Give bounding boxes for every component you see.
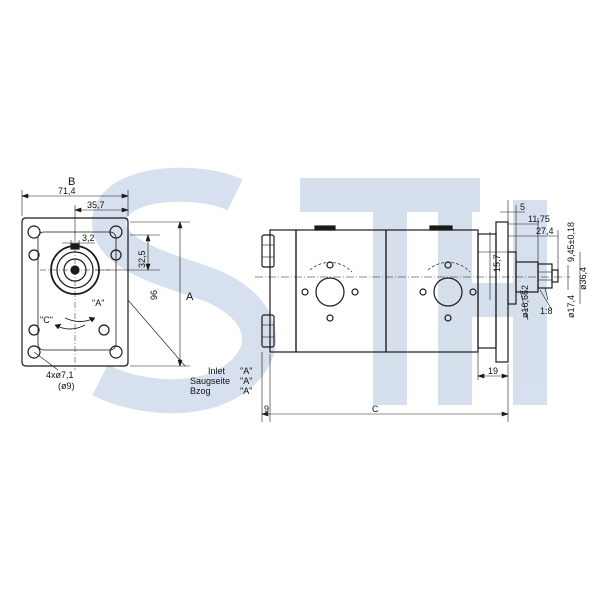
label-c: C xyxy=(372,404,379,414)
port-section-2 xyxy=(433,277,463,307)
label-16-662: ø16,662 xyxy=(520,285,530,318)
port-hole xyxy=(98,324,110,336)
label-5: 5 xyxy=(520,202,525,212)
side-view xyxy=(255,221,570,363)
label-rot-a: "A" xyxy=(92,298,104,308)
label-b: B xyxy=(68,176,75,188)
flange-outline xyxy=(21,217,129,367)
note-bzog: Bzog xyxy=(190,386,211,396)
label-19: 19 xyxy=(488,366,498,376)
rear-bolt xyxy=(261,234,275,268)
label-9: 9 xyxy=(264,404,269,414)
label-36-4: ø36,4 xyxy=(578,267,588,290)
label-holes: 4xø7,1 xyxy=(46,370,74,380)
port-hole xyxy=(28,324,40,336)
label-27-4: 27,4 xyxy=(536,226,554,236)
label-32-5: 32,5 xyxy=(137,250,147,268)
label-11-75: 11,75 xyxy=(528,214,550,224)
note-inlet: Inlet xyxy=(208,366,226,376)
note-bzog-value: "A" xyxy=(240,386,252,396)
front-view xyxy=(21,217,186,371)
port-hole xyxy=(110,249,122,261)
label-3-2: 3,2 xyxy=(82,233,95,243)
note-sauge: Saugseite xyxy=(190,376,230,386)
body-section-1 xyxy=(295,229,387,353)
label-35-7: 35,7 xyxy=(87,200,105,210)
note-inlet-value: "A" xyxy=(240,366,252,376)
mounting-hole xyxy=(27,345,41,359)
rear-bolt xyxy=(261,314,275,348)
label-9-45: 9,45±0,18 xyxy=(566,222,576,262)
mounting-hole xyxy=(109,225,123,239)
front-dimensions xyxy=(21,190,190,367)
label-71-4: 71,4 xyxy=(58,186,76,196)
note-sauge-value: "A" xyxy=(240,376,252,386)
dimension-labels: B 71,4 35,7 3,2 32,5 96 A "A" "C" 4xø7,1… xyxy=(40,176,588,414)
inner-boss xyxy=(37,231,117,351)
label-1-8: 1:8 xyxy=(540,306,553,316)
label-rot-c: "C" xyxy=(40,315,53,325)
watermark-logo xyxy=(92,167,547,414)
label-15-7: 15,7 xyxy=(492,254,502,272)
port-hole xyxy=(28,249,40,261)
label-96: 96 xyxy=(149,290,159,300)
label-17-4: ø17,4 xyxy=(566,295,576,318)
label-a: A xyxy=(186,291,194,303)
port-section-1 xyxy=(315,277,345,307)
shaft-tip xyxy=(551,269,559,283)
mounting-hole xyxy=(27,225,41,239)
mounting-hole xyxy=(109,345,123,359)
label-holes-alt: (ø9) xyxy=(58,381,75,391)
side-dimensions xyxy=(261,200,581,422)
